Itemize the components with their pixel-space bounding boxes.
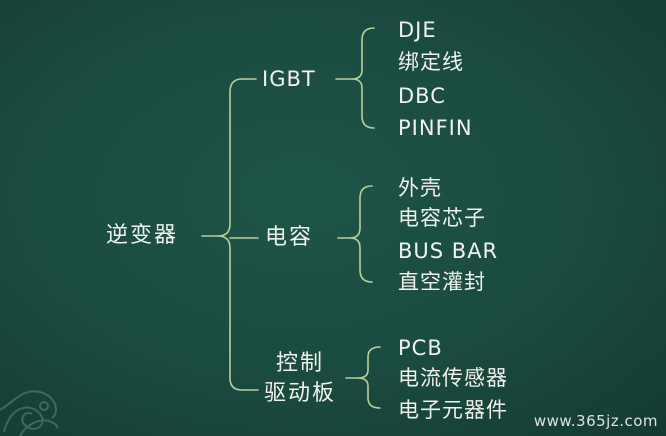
main-bracket [217, 78, 243, 391]
leaf-dbc: DBC [398, 84, 446, 108]
leaf-dje: DJE [398, 18, 437, 42]
leaf-current-sensor: 电流传感器 [398, 366, 508, 390]
driver-sub-bracket [357, 346, 381, 409]
leaf-electronic-components: 电子元器件 [398, 398, 508, 422]
swirl-ornament-icon [0, 390, 59, 436]
leaf-pinfin: PINFIN [398, 116, 473, 140]
leaf-pcb: PCB [398, 336, 443, 360]
igbt-sub-bracket [351, 27, 375, 129]
branch-label-driver-line1: 控制 [276, 351, 325, 376]
leaf-bonding-wire: 绑定线 [398, 50, 464, 74]
leaf-housing: 外壳 [398, 176, 442, 200]
branch-label-driver-line2: 驱动板 [264, 381, 337, 406]
root-node-inverter: 逆变器 [106, 223, 179, 248]
watermark: www.365jz.com [533, 412, 658, 430]
branch-label-capacitor: 电容 [265, 225, 314, 250]
capacitor-sub-bracket [349, 185, 373, 283]
leaf-potting: 直空灌封 [398, 270, 486, 294]
leaf-bus-bar: BUS BAR [398, 239, 499, 263]
leaf-capacitor-core: 电容芯子 [398, 206, 486, 230]
branch-label-igbt: IGBT [262, 67, 316, 91]
